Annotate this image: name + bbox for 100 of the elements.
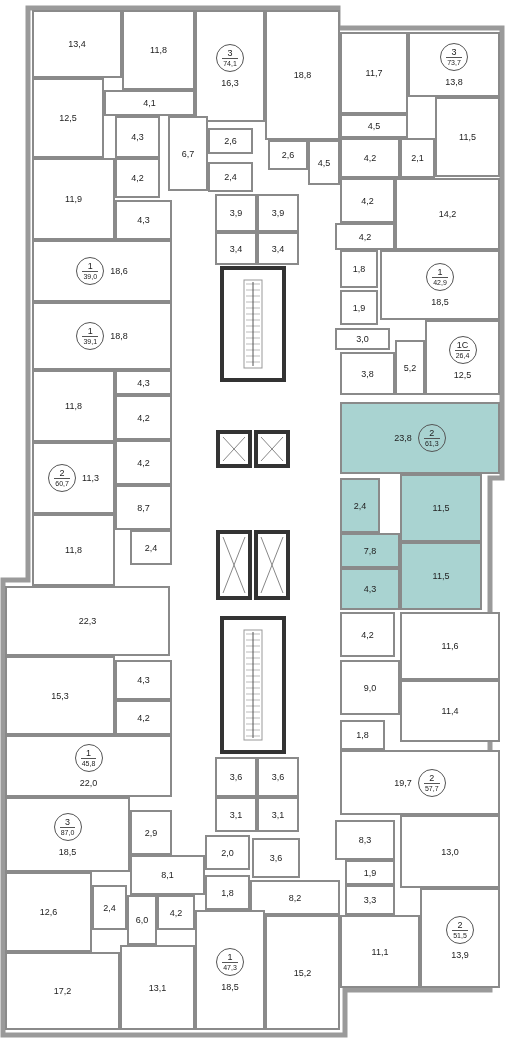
room-area-label: 4,2 <box>363 153 377 163</box>
room-area-label: 2,1 <box>411 153 424 163</box>
room-outline <box>340 750 500 815</box>
room-outline <box>215 194 257 232</box>
room-area-label: 13,8 <box>445 76 463 87</box>
room-outline <box>340 612 395 657</box>
room-outline <box>5 797 130 872</box>
room-area-label: 22,3 <box>78 616 97 626</box>
room-area-label: 17,2 <box>53 986 72 996</box>
room-outline <box>195 910 265 1030</box>
room-outline <box>420 888 500 988</box>
room-area-label: 3,4 <box>271 243 285 254</box>
room-area-label: 11,5 <box>459 132 476 142</box>
room-area-label: 11,3 <box>82 473 99 483</box>
room-area-label: 14,2 <box>438 209 457 219</box>
room-outline <box>5 735 172 797</box>
room-outline <box>32 442 115 514</box>
room-area-label: 1,8 <box>356 730 369 740</box>
room-area-label: 11,5 <box>432 503 450 513</box>
apartment-badge <box>76 257 105 285</box>
room-area-label: 3,9 <box>229 208 243 218</box>
highlighted-room-outline <box>400 474 482 542</box>
room-outline <box>120 945 195 1030</box>
room-outline <box>340 138 400 178</box>
room-area-label: 4,3 <box>131 132 144 142</box>
room-count: 1C <box>456 339 469 350</box>
room-outline <box>257 757 299 797</box>
room-count: 1 <box>87 261 93 271</box>
room-outline <box>345 885 395 915</box>
room-area-label: 6,7 <box>181 148 195 159</box>
room-outline <box>32 302 172 370</box>
room-outline <box>115 370 172 395</box>
room-area-label: 3,6 <box>271 772 285 782</box>
room-outline <box>340 32 408 114</box>
room-area-label: 11,5 <box>432 571 450 581</box>
apartment-badge <box>446 916 474 944</box>
room-area-label: 4,5 <box>367 121 381 131</box>
room-area-label: 4,2 <box>361 629 374 640</box>
room-outline <box>127 895 157 945</box>
room-area-label: 4,2 <box>137 412 150 423</box>
room-count: 1 <box>86 748 91 758</box>
room-area-label: 1,9 <box>363 867 377 878</box>
room-area-label: 13,0 <box>441 846 459 857</box>
room-outline <box>345 860 395 885</box>
room-outline <box>380 250 500 320</box>
room-outline <box>32 10 122 78</box>
room-outline <box>130 530 172 565</box>
room-area-label: 22,0 <box>79 778 98 788</box>
room-outline <box>257 194 299 232</box>
apartment-badge <box>440 42 468 71</box>
room-outline <box>115 395 172 440</box>
room-area-label: 4,3 <box>137 215 150 225</box>
room-area-label: 7,8 <box>363 545 377 556</box>
room-outline <box>32 78 104 158</box>
room-area-label: 2,0 <box>221 847 234 858</box>
room-outline <box>335 820 395 860</box>
room-outline <box>335 223 395 250</box>
apartment-badge <box>74 744 103 772</box>
room-count: 2 <box>429 772 435 783</box>
room-area-label: 3,1 <box>229 809 243 820</box>
room-area-label: 3,6 <box>269 853 283 863</box>
room-outline <box>340 660 400 715</box>
room-area-label: 11,8 <box>65 545 82 555</box>
room-area-label: 6,0 <box>135 915 149 925</box>
room-area-label: 11,4 <box>441 706 459 716</box>
room-outline <box>205 875 250 910</box>
room-outline <box>340 178 395 223</box>
room-area-label: 2,4 <box>103 902 116 913</box>
room-area-label: 1,8 <box>221 887 234 898</box>
room-outline <box>408 32 500 97</box>
room-outline <box>340 352 395 395</box>
room-area-label: 8,7 <box>137 502 150 513</box>
room-area-label: 13,1 <box>148 982 167 993</box>
room-outline <box>5 872 92 952</box>
room-area-label: 4,3 <box>137 675 150 685</box>
room-outline <box>395 340 425 395</box>
room-area-label: 15,2 <box>293 967 312 978</box>
room-count: 2 <box>457 920 463 930</box>
room-outline <box>130 810 172 855</box>
room-area-label: 15,3 <box>51 690 69 701</box>
room-outline <box>5 952 120 1030</box>
room-area-label: 4,2 <box>131 173 144 183</box>
room-outline <box>335 328 390 350</box>
room-outline <box>340 114 408 138</box>
room-outline <box>115 660 172 700</box>
room-count: 3 <box>65 816 70 827</box>
room-area-label: 3,9 <box>271 208 285 218</box>
room-outline <box>265 915 340 1030</box>
room-area-label: 13,4 <box>68 39 86 49</box>
room-outline <box>252 838 300 878</box>
room-outline <box>400 815 500 888</box>
room-area-label: 11,1 <box>371 946 389 957</box>
room-area-label: 11,8 <box>150 45 167 55</box>
room-outline <box>205 835 250 870</box>
room-area-label: 18,5 <box>431 297 449 307</box>
room-outline <box>32 370 115 442</box>
apartment-badge <box>53 812 82 841</box>
highlighted-room-outline <box>340 478 380 533</box>
room-outline <box>195 10 265 122</box>
room-area-label: 11,9 <box>65 194 82 204</box>
